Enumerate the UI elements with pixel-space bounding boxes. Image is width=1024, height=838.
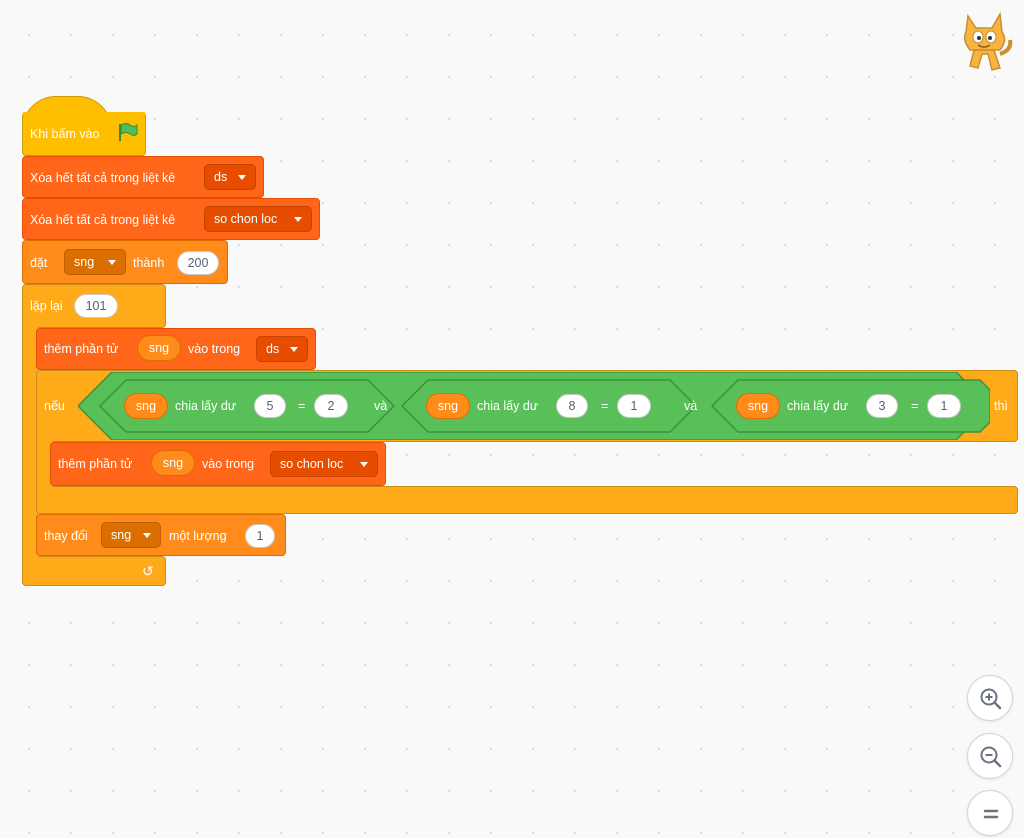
result-input[interactable]: 2: [314, 394, 348, 418]
into-label: vào trong: [188, 342, 241, 356]
equals-label: =: [911, 399, 919, 413]
repeat-label: lặp lại: [30, 299, 63, 313]
loop-arrow-icon: ↺: [142, 563, 154, 579]
divisor-input[interactable]: 8: [556, 394, 588, 418]
equals-label: =: [601, 399, 609, 413]
zoom-out-button[interactable]: [967, 733, 1013, 779]
hat-dome-fill: [23, 112, 145, 132]
hat-label: Khi bấm vào: [30, 127, 100, 141]
variable-dropdown[interactable]: sng: [101, 522, 161, 548]
add-item-label: thêm phần tử: [44, 342, 119, 356]
zoom-reset-icon: [983, 809, 999, 819]
if-arm-join: [37, 436, 52, 492]
clear-list-label: Xóa hết tất cả trong liệt kê: [30, 171, 176, 185]
change-value-input[interactable]: 1: [245, 524, 275, 548]
repeat-times-input[interactable]: 101: [74, 294, 118, 318]
add-item-label: thêm phần tử: [58, 457, 133, 471]
repeat-footer: [22, 556, 166, 586]
result-input[interactable]: 1: [617, 394, 651, 418]
zoom-in-button[interactable]: [967, 675, 1013, 721]
list-dropdown[interactable]: ds: [256, 336, 308, 362]
set-label: đặt: [30, 256, 48, 270]
mod-label: chia lấy dư: [175, 399, 237, 413]
change-label: thay đổi: [44, 529, 88, 543]
into-label: vào trong: [202, 457, 255, 471]
repeat-arm-join: [23, 320, 38, 566]
divisor-input[interactable]: 3: [866, 394, 898, 418]
zoom-reset-button[interactable]: [967, 790, 1013, 836]
equals-label: =: [298, 399, 306, 413]
then-label: thì: [994, 399, 1008, 413]
green-flag-icon: [117, 122, 139, 142]
change-variable-block[interactable]: [36, 514, 286, 556]
list-dropdown[interactable]: so chon loc: [270, 451, 378, 477]
mod-label: chia lấy dư: [787, 399, 849, 413]
list-dropdown[interactable]: ds: [204, 164, 256, 190]
and-label: và: [374, 399, 388, 413]
if-label: nếu: [44, 399, 65, 413]
scratch-cat-icon: [952, 10, 1018, 78]
variable-dropdown[interactable]: sng: [64, 249, 126, 275]
sng-reporter[interactable]: sng: [426, 393, 470, 419]
and-operator-chain[interactable]: [78, 372, 990, 440]
if-footer: [36, 486, 1018, 514]
zoom-out-icon: [980, 746, 1002, 768]
by-label: một lượng: [169, 529, 227, 543]
sng-reporter[interactable]: sng: [124, 393, 168, 419]
set-value-input[interactable]: 200: [177, 251, 219, 275]
result-input[interactable]: 1: [927, 394, 961, 418]
list-dropdown[interactable]: so chon loc: [204, 206, 312, 232]
clear-list-label: Xóa hết tất cả trong liệt kê: [30, 213, 176, 227]
mod-label: chia lấy dư: [477, 399, 539, 413]
sng-reporter[interactable]: sng: [151, 450, 195, 476]
sng-reporter[interactable]: sng: [137, 335, 181, 361]
divisor-input[interactable]: 5: [254, 394, 286, 418]
to-label: thành: [133, 256, 165, 270]
sng-reporter[interactable]: sng: [736, 393, 780, 419]
zoom-in-icon: [980, 688, 1002, 710]
and-label: và: [684, 399, 698, 413]
